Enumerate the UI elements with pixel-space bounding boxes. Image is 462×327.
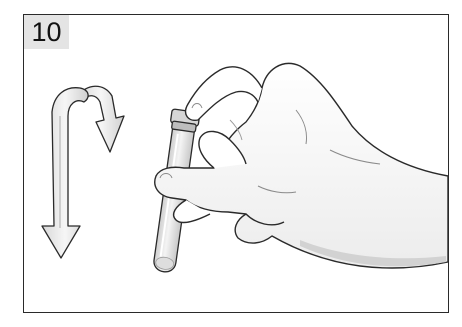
hand (155, 63, 448, 268)
rotate-arrow-icon (42, 86, 124, 258)
